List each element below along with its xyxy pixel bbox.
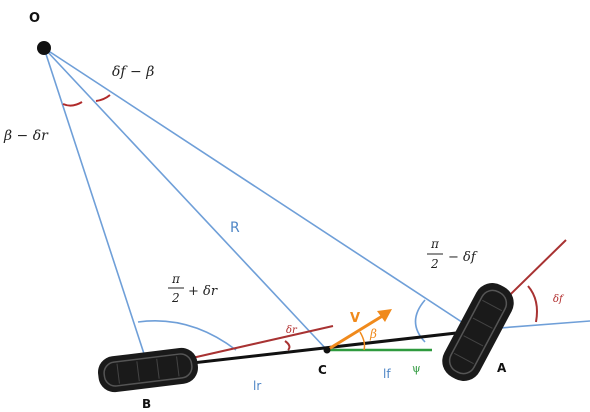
- velocity-arrow-shaft: [326, 313, 385, 352]
- label-deltaf: δf: [553, 294, 565, 305]
- ray-O-A: [43, 47, 475, 331]
- arc-deltaf: [527, 285, 538, 323]
- arc-at-B: [137, 320, 237, 351]
- label-angle-B-rest: + δr: [188, 284, 218, 299]
- ray-O-C: [43, 47, 328, 351]
- label-angle-A-rest: − δf: [448, 250, 478, 265]
- arc-beta: [359, 331, 366, 351]
- label-A: A: [497, 361, 507, 375]
- label-beta: β: [369, 327, 377, 341]
- arc-deltar: [284, 340, 291, 351]
- label-angle-top: δf − β: [112, 64, 154, 80]
- label-angle-left: β − δr: [3, 128, 49, 144]
- velocity-vector: [326, 309, 392, 352]
- label-angle-A-num: π: [430, 237, 440, 251]
- label-B: B: [142, 397, 151, 411]
- label-deltar: δr: [286, 325, 298, 336]
- angle-arcs-O: [62, 94, 111, 107]
- arc-deltaf-minus-beta: [95, 94, 111, 102]
- angle-arcs-blue: [137, 299, 426, 351]
- point-C-marker: [323, 346, 331, 354]
- label-O: O: [29, 11, 40, 26]
- label-psi: ψ: [412, 362, 421, 375]
- label-lr: lr: [253, 379, 261, 393]
- point-O-marker: [37, 41, 51, 55]
- vehicle-axis: [147, 329, 475, 370]
- label-V: V: [350, 311, 360, 326]
- label-lf: lf: [383, 367, 391, 381]
- label-R: R: [230, 220, 240, 236]
- velocity-arrow-head: [377, 309, 392, 322]
- rear-wheel: [98, 347, 198, 393]
- front-wheel: [442, 283, 514, 381]
- rays: [43, 47, 590, 367]
- arc-at-A: [414, 299, 426, 343]
- ray-O-B: [43, 47, 149, 367]
- label-angle-B: π 2 + δr: [168, 272, 218, 305]
- arc-beta-minus-deltar: [62, 101, 83, 107]
- label-C: C: [318, 363, 327, 377]
- label-angle-B-num: π: [171, 272, 181, 286]
- label-angle-A: π 2 − δf: [427, 237, 478, 271]
- label-angle-A-den: 2: [430, 257, 439, 271]
- label-angle-B-den: 2: [171, 291, 180, 305]
